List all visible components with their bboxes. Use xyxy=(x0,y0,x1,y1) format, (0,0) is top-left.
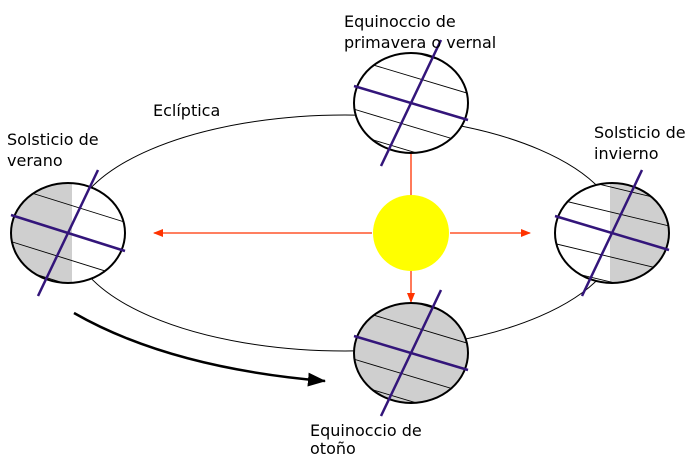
autumn-equinox-label-line2: otoño xyxy=(310,439,356,457)
earth-spring-equinox xyxy=(353,39,469,167)
rotation-axis xyxy=(36,169,100,297)
ecliptic-label: Eclíptica xyxy=(153,101,220,120)
earth-winter-solstice xyxy=(554,169,670,297)
autumn-equinox-label-line1: Equinoccio de xyxy=(310,421,422,440)
summer-solstice-label-line2: verano xyxy=(7,151,63,170)
summer-solstice-label-line1: Solsticio de xyxy=(7,130,99,149)
winter-solstice-label-line1: Solsticio de xyxy=(594,123,686,142)
winter-solstice-label-line2: invierno xyxy=(594,144,659,163)
rotation-axis xyxy=(580,169,644,297)
spring-equinox-label-line2: primavera o vernal xyxy=(344,33,496,52)
earth-summer-solstice xyxy=(10,169,126,297)
sun-rays xyxy=(153,136,531,303)
sun-icon xyxy=(373,195,449,271)
rotation-axis xyxy=(379,39,443,167)
spring-equinox-label-line1: Equinoccio de xyxy=(344,12,456,31)
rotation-axis xyxy=(379,289,443,417)
orbit-direction-arrow-icon xyxy=(73,311,326,387)
